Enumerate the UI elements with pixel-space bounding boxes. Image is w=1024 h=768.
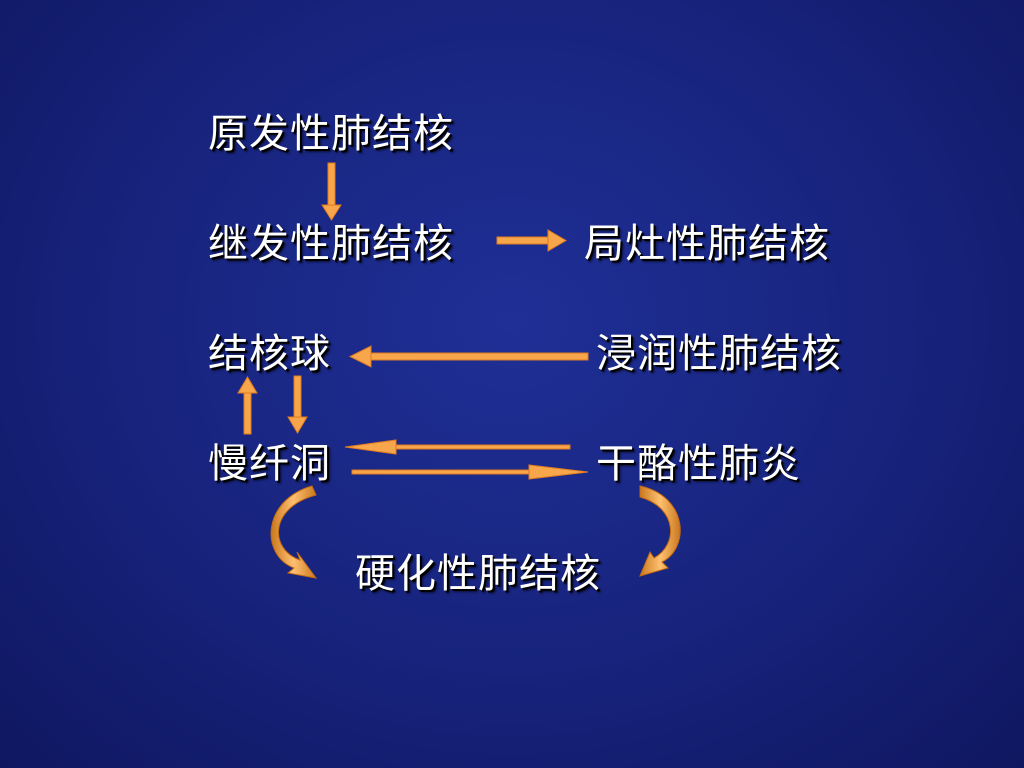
- arrow-tuberculoma-to-cavity: [287, 375, 308, 434]
- node-focal-tb: 局灶性肺结核: [584, 221, 830, 267]
- curved-arrow-caseous-to-cirrhotic: [639, 485, 681, 577]
- node-tuberculoma: 结核球: [208, 331, 331, 377]
- node-caseous-pneumonia: 干酪性肺炎: [596, 441, 801, 487]
- node-cirrhotic-tb: 硬化性肺结核: [355, 551, 601, 597]
- node-secondary-tb: 继发性肺结核: [208, 221, 454, 267]
- arrow-cavity-to-tuberculoma: [237, 376, 258, 435]
- arrow-primary-to-secondary: [321, 162, 342, 221]
- node-chronic-cavity: 慢纤洞: [208, 441, 331, 487]
- arrow-secondary-to-focal: [496, 229, 567, 252]
- arrow-infiltrative-to-tuberculoma: [348, 345, 589, 368]
- node-infiltrative-tb: 浸润性肺结核: [596, 331, 842, 377]
- node-primary-tb: 原发性肺结核: [208, 111, 454, 157]
- arrow-caseous-to-cavity: [344, 439, 571, 455]
- arrow-cavity-to-caseous: [351, 464, 589, 480]
- curved-arrow-cavity-to-cirrhotic: [270, 485, 318, 579]
